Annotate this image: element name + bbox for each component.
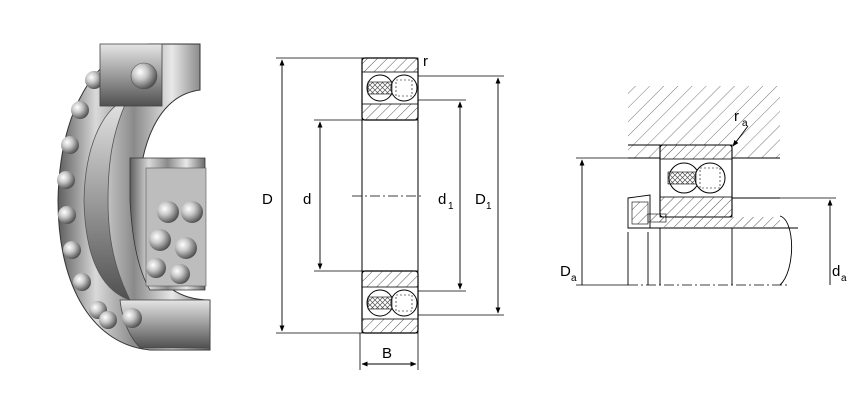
- label-r: r: [423, 53, 428, 70]
- mounting-drawing: D a d a r a: [560, 86, 847, 286]
- label-ra-sub: a: [742, 118, 748, 129]
- label-d1-sub: 1: [448, 201, 454, 212]
- label-da: d: [832, 263, 840, 280]
- label-D1: D: [475, 191, 486, 208]
- label-d: d: [303, 191, 311, 208]
- label-D1-sub: 1: [486, 201, 492, 212]
- label-da-sub: a: [841, 273, 847, 284]
- label-ra: r: [734, 108, 739, 125]
- bearing-section-drawing: D d d 1 D 1 B r: [262, 53, 504, 370]
- section-bottom: [361, 270, 419, 334]
- label-B: B: [382, 345, 392, 362]
- bearing-photo: [57, 43, 211, 351]
- label-Da-sub: a: [571, 273, 577, 284]
- section-top: [361, 57, 419, 121]
- label-Da: D: [560, 263, 571, 280]
- label-d1: d: [438, 191, 446, 208]
- label-D: D: [262, 191, 273, 208]
